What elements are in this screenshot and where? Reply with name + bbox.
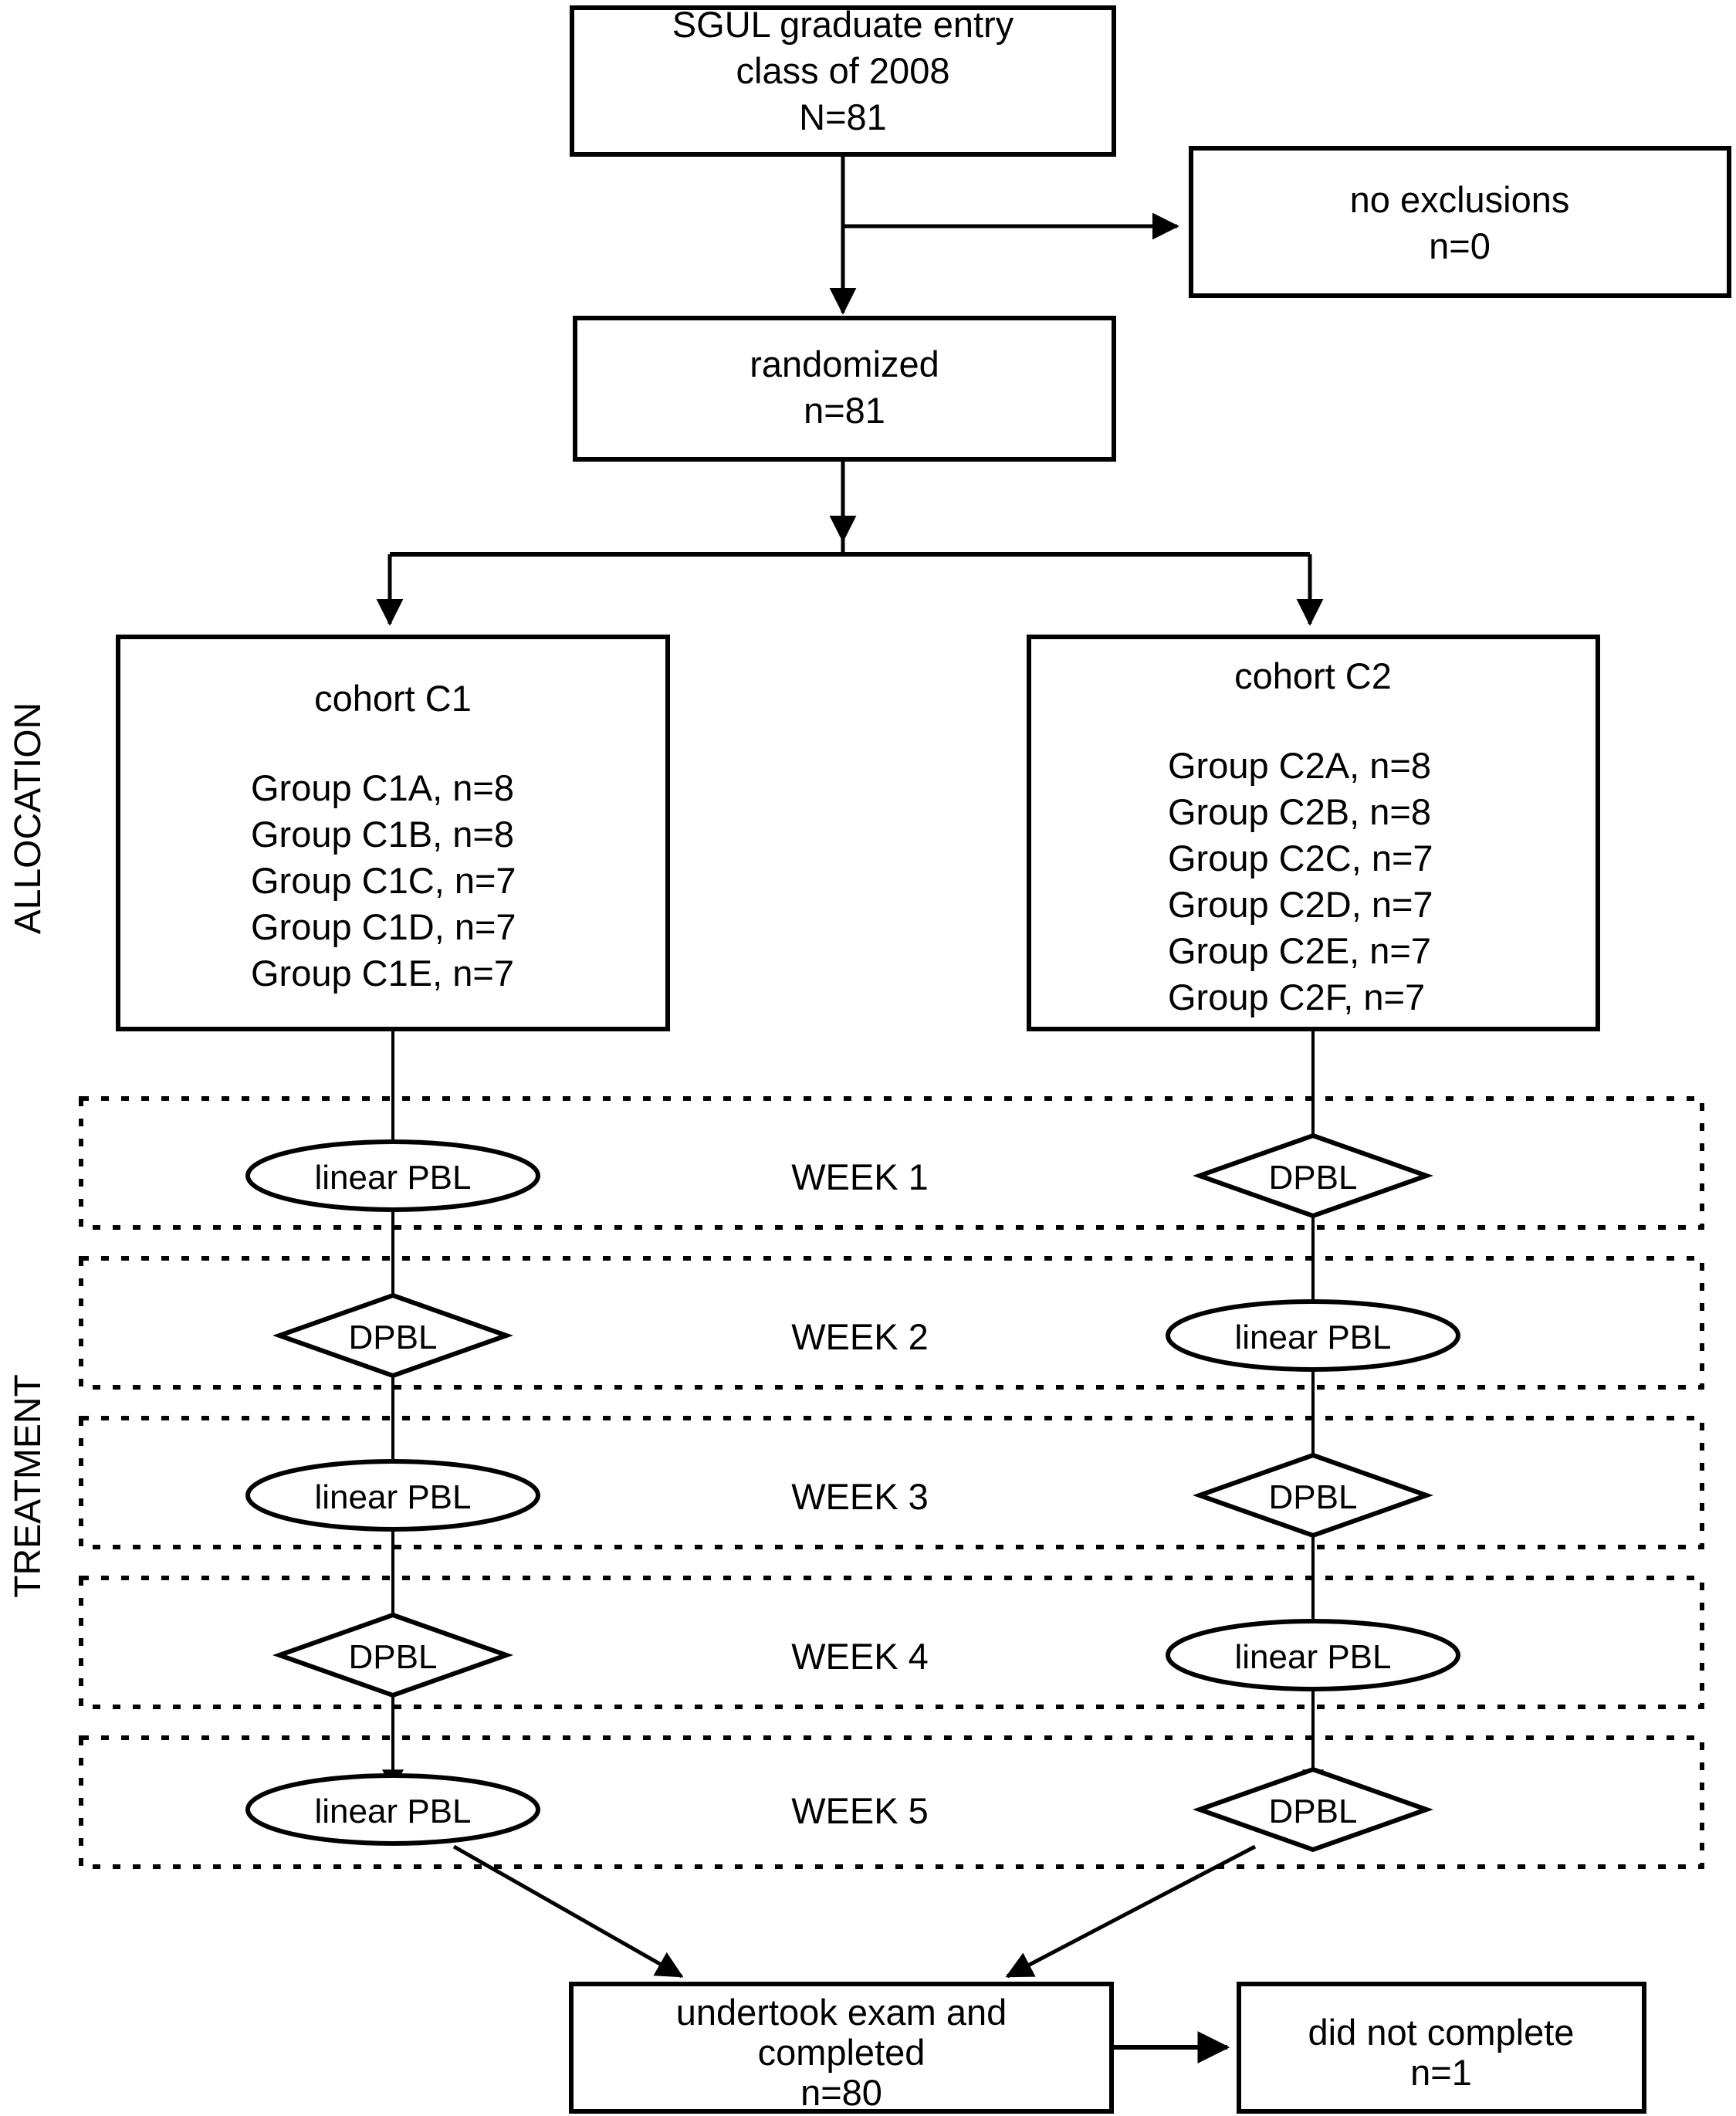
connector-c2-week5-to-completed (1005, 1844, 1257, 1979)
week-band-4 (79, 1576, 1704, 1709)
box-completed: undertook exam and completed n=80 (569, 1982, 1114, 2114)
week-3-c1-shape-ellipse (245, 1459, 540, 1532)
week-5-c2-shape-diamond (1193, 1766, 1433, 1853)
box-enrollment-rect (570, 5, 1116, 157)
week-band-layer (79, 1096, 1704, 1869)
box-enrollment: SGUL graduate entry class of 2008 N=81 (570, 4, 1116, 157)
connector-c1-week5-to-completed (452, 1844, 684, 1979)
box-randomized-rect (573, 316, 1116, 462)
cohort-c2-group-2: Group C2B, n=8 (1168, 791, 1431, 832)
week-3-label: WEEK 3 (791, 1476, 929, 1517)
box-not-completed: did not complete n=1 (1237, 1982, 1646, 2114)
week-3-c2-label: DPBL (1269, 1478, 1358, 1516)
week-1-c2-label: DPBL (1269, 1159, 1358, 1197)
cohort-c1-group-2: Group C1B, n=8 (251, 814, 514, 855)
box-cohort-c1-rect (116, 635, 670, 1031)
box-exclusions-line-2: n=0 (1429, 225, 1491, 266)
week-5-c1-shape-ellipse (245, 1773, 540, 1846)
week-4-c2-shape-ellipse (1166, 1619, 1460, 1691)
box-enrollment-line-1: SGUL graduate entry (672, 4, 1014, 45)
week-4-c1-label: DPBL (349, 1638, 438, 1676)
week-4-label: WEEK 4 (791, 1636, 929, 1677)
week-band-3 (79, 1416, 1704, 1549)
week-band-5 (79, 1735, 1704, 1869)
week-5-label: WEEK 5 (791, 1790, 929, 1831)
week-row-5: linear PBL WEEK 5 DPBL (245, 1766, 1433, 1853)
week-2-label: WEEK 2 (791, 1316, 929, 1357)
cohort-c2-title: cohort C2 (1234, 655, 1392, 696)
week-row-1: linear PBL WEEK 1 DPBL (245, 1132, 1433, 1219)
box-cohort-c2: cohort C2 Group C2A, n=8 Group C2B, n=8 … (1027, 635, 1600, 1031)
cohort-c1-group-4: Group C1D, n=7 (251, 906, 516, 947)
box-enrollment-line-2: class of 2008 (736, 50, 950, 91)
box-exclusions-rect (1189, 146, 1731, 298)
week-4-c1-shape-diamond (272, 1612, 513, 1698)
week-row-2: DPBL WEEK 2 linear PBL (272, 1292, 1460, 1379)
cohort-c1-group-3: Group C1C, n=7 (251, 860, 516, 901)
cohort-c2-group-4: Group C2D, n=7 (1168, 884, 1433, 925)
week-3-c2-shape-diamond (1193, 1452, 1433, 1539)
box-exclusions-line-1: no exclusions (1350, 179, 1570, 220)
box-enrollment-line-3: N=81 (799, 96, 887, 137)
box-not-completed-line-2: n=1 (1410, 2052, 1472, 2093)
box-completed-rect (569, 1982, 1114, 2114)
box-not-completed-line-1: did not complete (1308, 2012, 1575, 2053)
box-completed-line-2: completed (758, 2032, 926, 2073)
cohort-c2-group-1: Group C2A, n=8 (1168, 745, 1431, 786)
week-4-c2-label: linear PBL (1234, 1638, 1391, 1676)
week-band-1 (79, 1096, 1704, 1230)
week-2-c2-shape-ellipse (1166, 1299, 1460, 1372)
week-row-4: DPBL WEEK 4 linear PBL (272, 1612, 1460, 1698)
week-2-c1-shape-diamond (272, 1292, 513, 1379)
week-1-c1-label: linear PBL (314, 1159, 471, 1197)
box-exclusions: no exclusions n=0 (1189, 146, 1731, 298)
box-completed-line-3: n=80 (800, 2072, 882, 2113)
box-randomized: randomized n=81 (573, 316, 1116, 462)
box-cohort-c2-rect (1027, 635, 1600, 1031)
cohort-c1-group-1: Group C1A, n=8 (251, 767, 514, 808)
week-3-c1-label: linear PBL (314, 1478, 471, 1516)
box-completed-line-1: undertook exam and (676, 1992, 1007, 2033)
week-1-c2-shape-diamond (1193, 1132, 1433, 1219)
cohort-c2-group-5: Group C2E, n=7 (1168, 930, 1431, 971)
week-band-2 (79, 1256, 1704, 1390)
week-row-3: linear PBL WEEK 3 DPBL (245, 1452, 1433, 1539)
box-not-completed-rect (1237, 1982, 1646, 2114)
cohort-c1-title: cohort C1 (314, 678, 472, 719)
week-1-c1-shape-ellipse (245, 1139, 540, 1212)
box-randomized-line-2: n=81 (804, 390, 885, 431)
box-cohort-c1: cohort C1 Group C1A, n=8 Group C1B, n=8 … (116, 635, 670, 1031)
week-1-label: WEEK 1 (791, 1156, 929, 1197)
week-5-c2-label: DPBL (1269, 1793, 1358, 1830)
phase-label-allocation: ALLOCATION (8, 703, 49, 935)
box-randomized-line-1: randomized (750, 344, 939, 384)
week-5-c1-label: linear PBL (314, 1793, 471, 1830)
cohort-c2-group-3: Group C2C, n=7 (1168, 838, 1433, 879)
week-2-c1-label: DPBL (349, 1319, 438, 1356)
cohort-c2-group-6: Group C2F, n=7 (1168, 977, 1425, 1017)
phase-label-treatment: TREATMENT (8, 1374, 49, 1598)
week-2-c2-label: linear PBL (1234, 1319, 1391, 1356)
cohort-c1-group-5: Group C1E, n=7 (251, 953, 514, 994)
